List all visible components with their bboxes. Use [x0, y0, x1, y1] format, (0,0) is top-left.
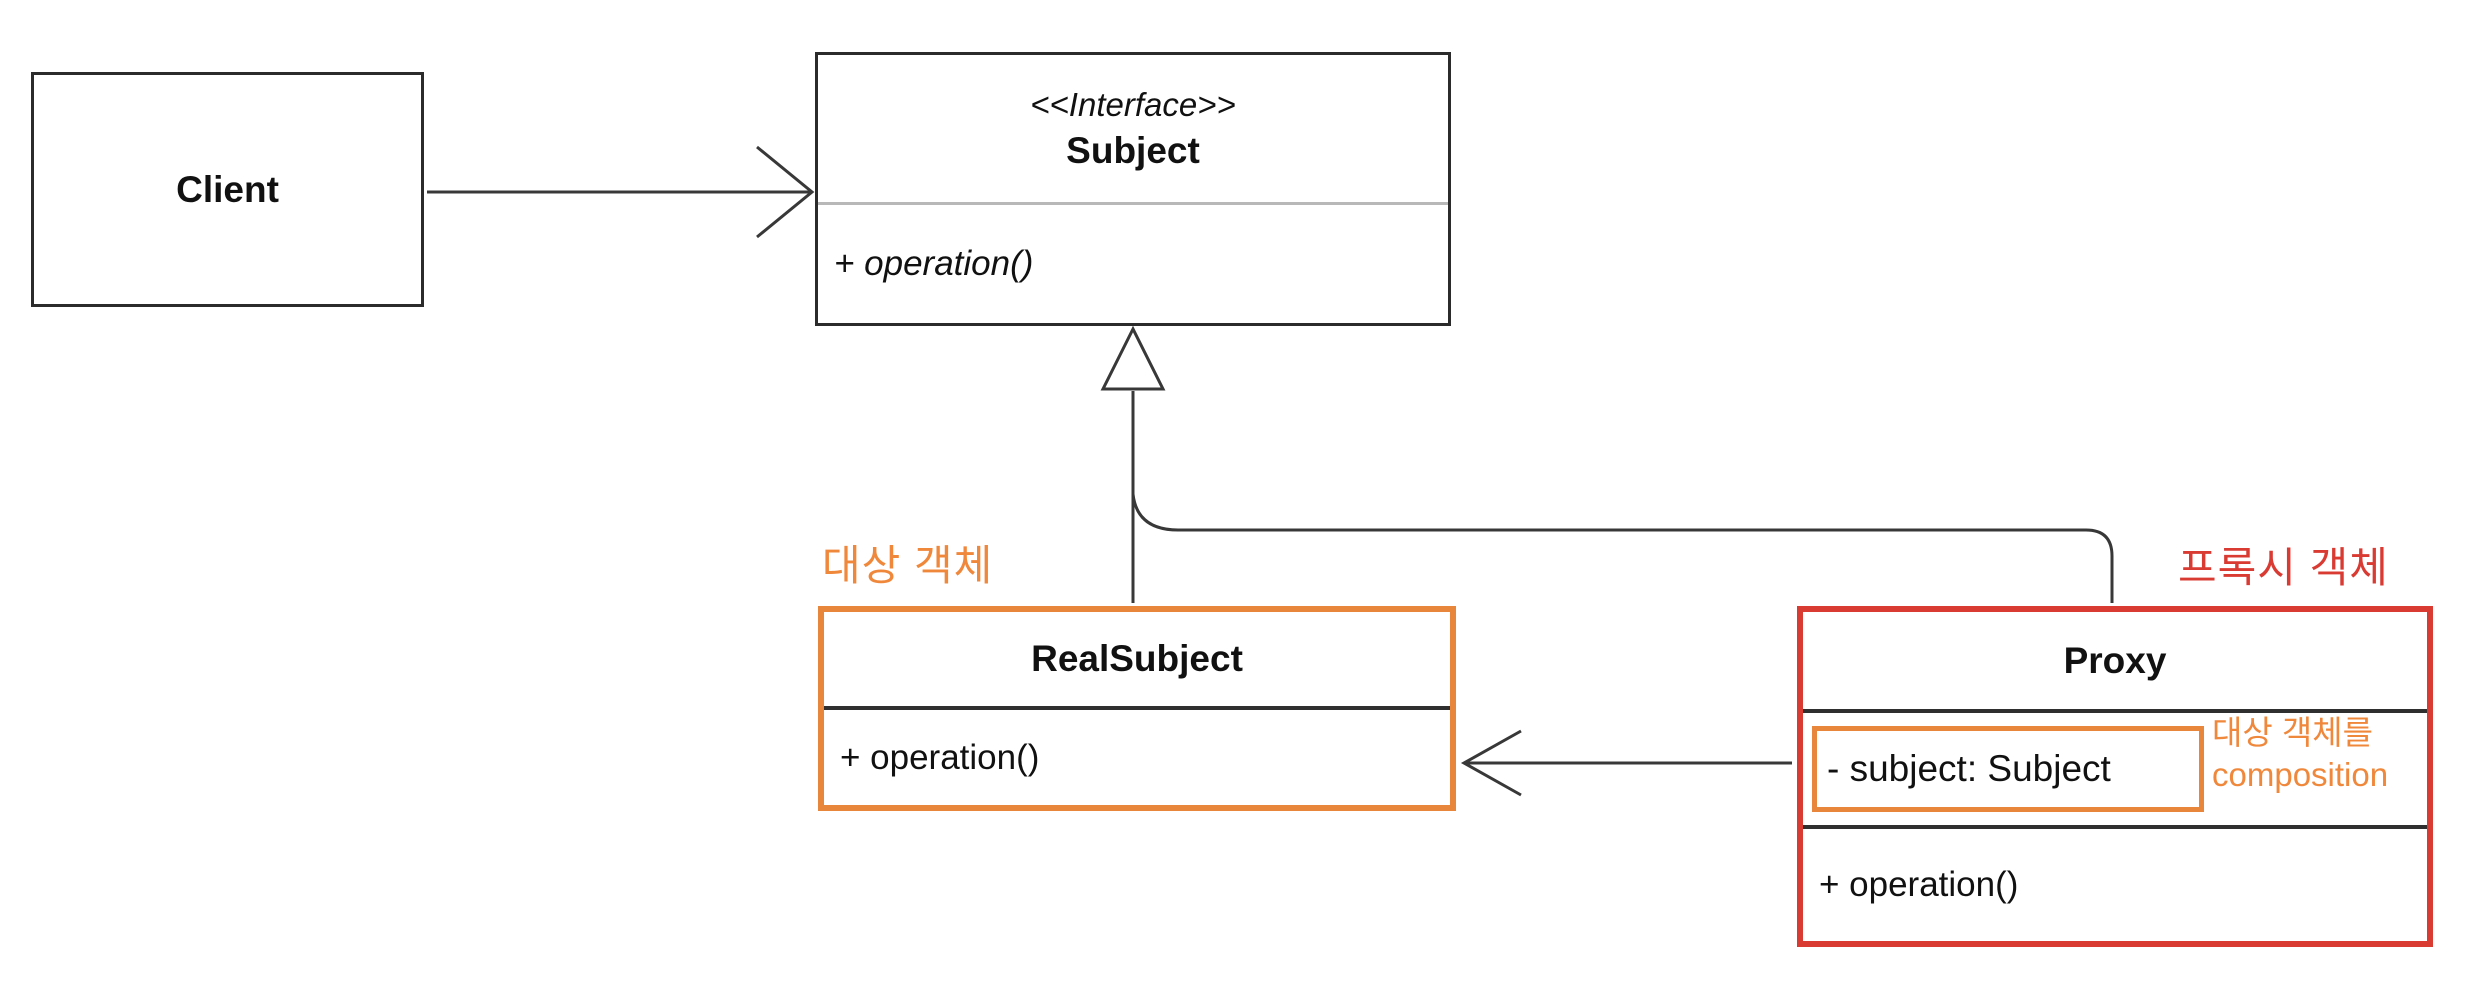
realsubject-caption-label: 대상 객체 [822, 542, 994, 589]
proxy-attribute-highlight-box: - subject: Subject [1812, 726, 2204, 812]
client-class-box: Client [31, 72, 424, 307]
proxy-caption-label: 프록시 객체 [2178, 544, 2389, 591]
proxy-generalization-branch-line [1131, 493, 2114, 603]
subject-class-name: Subject [1066, 129, 1200, 171]
proxy-compartment-divider-2 [1803, 825, 2427, 829]
proxy-composition-note: 대상 객체를 composition [2212, 712, 2388, 796]
generalization-hollow-triangle [1100, 325, 1166, 391]
proxy-compartment-divider-1 [1803, 709, 2427, 713]
realsubject-compartment-divider [824, 706, 1450, 710]
client-class-name: Client [176, 168, 279, 210]
realsubject-class-box: RealSubject + operation() [818, 606, 1456, 811]
proxy-title-compartment: Proxy [1803, 612, 2427, 709]
realsubject-class-name: RealSubject [1031, 638, 1243, 679]
client-subject-open-arrowhead [756, 145, 815, 239]
proxy-class-box: Proxy - subject: Subject + operation() [1797, 606, 2433, 947]
subject-stereotype: <<Interface>> [1030, 85, 1236, 123]
subject-operation: + operation() [834, 244, 1034, 283]
proxy-realsubject-open-arrowhead [1460, 729, 1522, 797]
realsubject-operation: + operation() [840, 737, 1040, 777]
proxy-attribute-compartment: - subject: Subject [1803, 713, 2427, 825]
proxy-class-name: Proxy [2063, 639, 2167, 681]
subject-title-compartment: <<Interface>> Subject [818, 55, 1448, 202]
proxy-composition-note-line1: 대상 객체를 [2212, 714, 2373, 751]
subject-compartment-divider [818, 202, 1448, 205]
proxy-attribute: - subject: Subject [1827, 748, 2111, 789]
realsubject-title-compartment: RealSubject [824, 612, 1450, 706]
subject-interface-box: <<Interface>> Subject + operation() [815, 52, 1451, 326]
proxy-operation: + operation() [1819, 865, 2019, 904]
proxy-composition-note-line2: composition [2212, 756, 2389, 793]
